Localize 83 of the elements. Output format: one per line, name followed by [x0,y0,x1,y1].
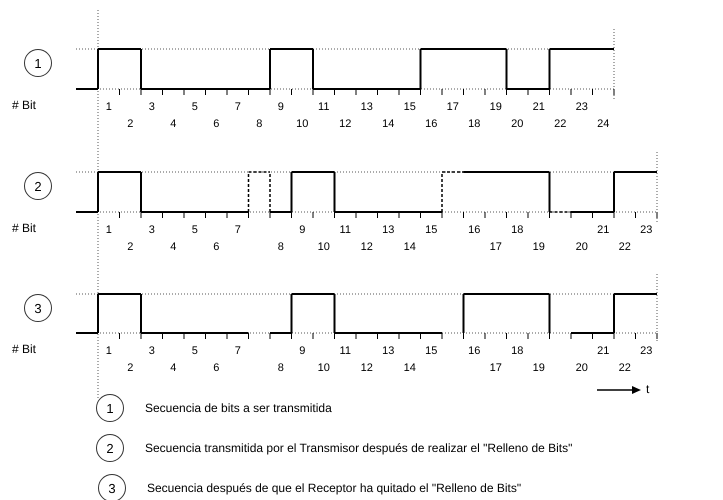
bit-number: 9 [299,345,306,358]
legend-number-circle: 3 [98,474,126,500]
bit-number: 20 [576,362,588,375]
bit-number: 3 [148,101,155,114]
row-number-circle: 2 [24,172,52,200]
legend-number-circle: 2 [96,434,124,462]
bit-number: 14 [404,241,416,254]
bit-number: 13 [382,345,394,358]
bit-number: 1 [106,224,112,237]
bit-number: 10 [296,118,308,131]
bit-number: 13 [382,224,394,237]
bit-number: 9 [299,224,306,237]
legend-description: Secuencia transmitida por el Transmisor después de realizar el "Relleno de Bits" [145,441,572,455]
legend-number-circle: 1 [96,394,124,422]
bit-number: 19 [532,241,545,254]
bit-number: 6 [213,362,220,375]
bit-number: 7 [234,224,241,237]
bit-number: 18 [511,224,524,237]
bit-number: 15 [425,345,438,358]
bit-number: 3 [148,345,155,358]
bit-number: 4 [170,241,176,254]
bit-number: 22 [618,241,631,254]
bit-number: 5 [192,345,198,358]
bit-number: 18 [468,118,480,131]
bit-number: 4 [170,118,176,131]
bit-number: 7 [234,345,241,358]
bit-number: 19 [490,101,502,114]
bit-number: 1 [106,101,112,114]
bit-number: 21 [532,101,545,114]
bit-number: 6 [213,118,220,131]
bit-number: 11 [318,101,330,114]
bit-number: 14 [404,362,416,375]
bit-number: 4 [170,362,176,375]
bit-number: 20 [511,118,524,131]
bit-number: 17 [446,101,459,114]
bit-number: 15 [404,101,416,114]
bit-number: 13 [360,101,373,114]
bit-number: 21 [597,345,610,358]
row-label: # Bit [12,99,36,112]
axis-label: t [646,383,650,396]
bit-number: 11 [340,224,351,237]
bit-number: 8 [278,241,284,254]
bit-number: 19 [532,362,545,375]
row-label: # Bit [12,343,36,356]
legend-description: Secuencia después de que el Receptor ha quitado el "Relleno de Bits" [147,481,522,495]
row-label: # Bit [12,222,36,235]
bit-number: 5 [192,101,198,114]
bit-number: 18 [511,345,524,358]
bit-number: 9 [278,101,284,114]
row-number-circle: 1 [24,49,52,77]
bit-number: 17 [490,241,502,254]
bit-number: 12 [360,241,373,254]
bit-number: 2 [127,241,134,254]
bit-number: 1 [106,345,112,358]
bit-number: 23 [640,345,652,358]
bit-number: 10 [318,241,330,254]
bit-number: 23 [640,224,652,237]
bit-number: 16 [425,118,438,131]
row-number-circle: 3 [24,294,52,322]
legend-description: Secuencia de bits a ser transmitida [145,401,332,415]
bit-number: 6 [213,241,220,254]
bit-number: 14 [382,118,394,131]
bit-number: 2 [127,118,134,131]
bit-number: 22 [554,118,566,131]
bit-number: 23 [576,101,588,114]
bit-number: 10 [318,362,330,375]
bit-number: 20 [576,241,588,254]
bit-number: 3 [148,224,155,237]
bit-number: 15 [425,224,438,237]
bit-number: 21 [597,224,610,237]
bit-number: 8 [256,118,262,131]
bit-number: 22 [618,362,631,375]
bit-number: 11 [340,345,351,358]
bit-number: 2 [127,362,134,375]
bit-number: 5 [192,224,198,237]
bit-number: 8 [278,362,284,375]
bit-number: 24 [597,118,610,131]
bit-number: 7 [234,101,241,114]
bit-number: 17 [490,362,502,375]
bit-number: 12 [339,118,352,131]
bit-number: 12 [360,362,373,375]
bit-number: 16 [468,345,480,358]
bit-number: 16 [468,224,480,237]
